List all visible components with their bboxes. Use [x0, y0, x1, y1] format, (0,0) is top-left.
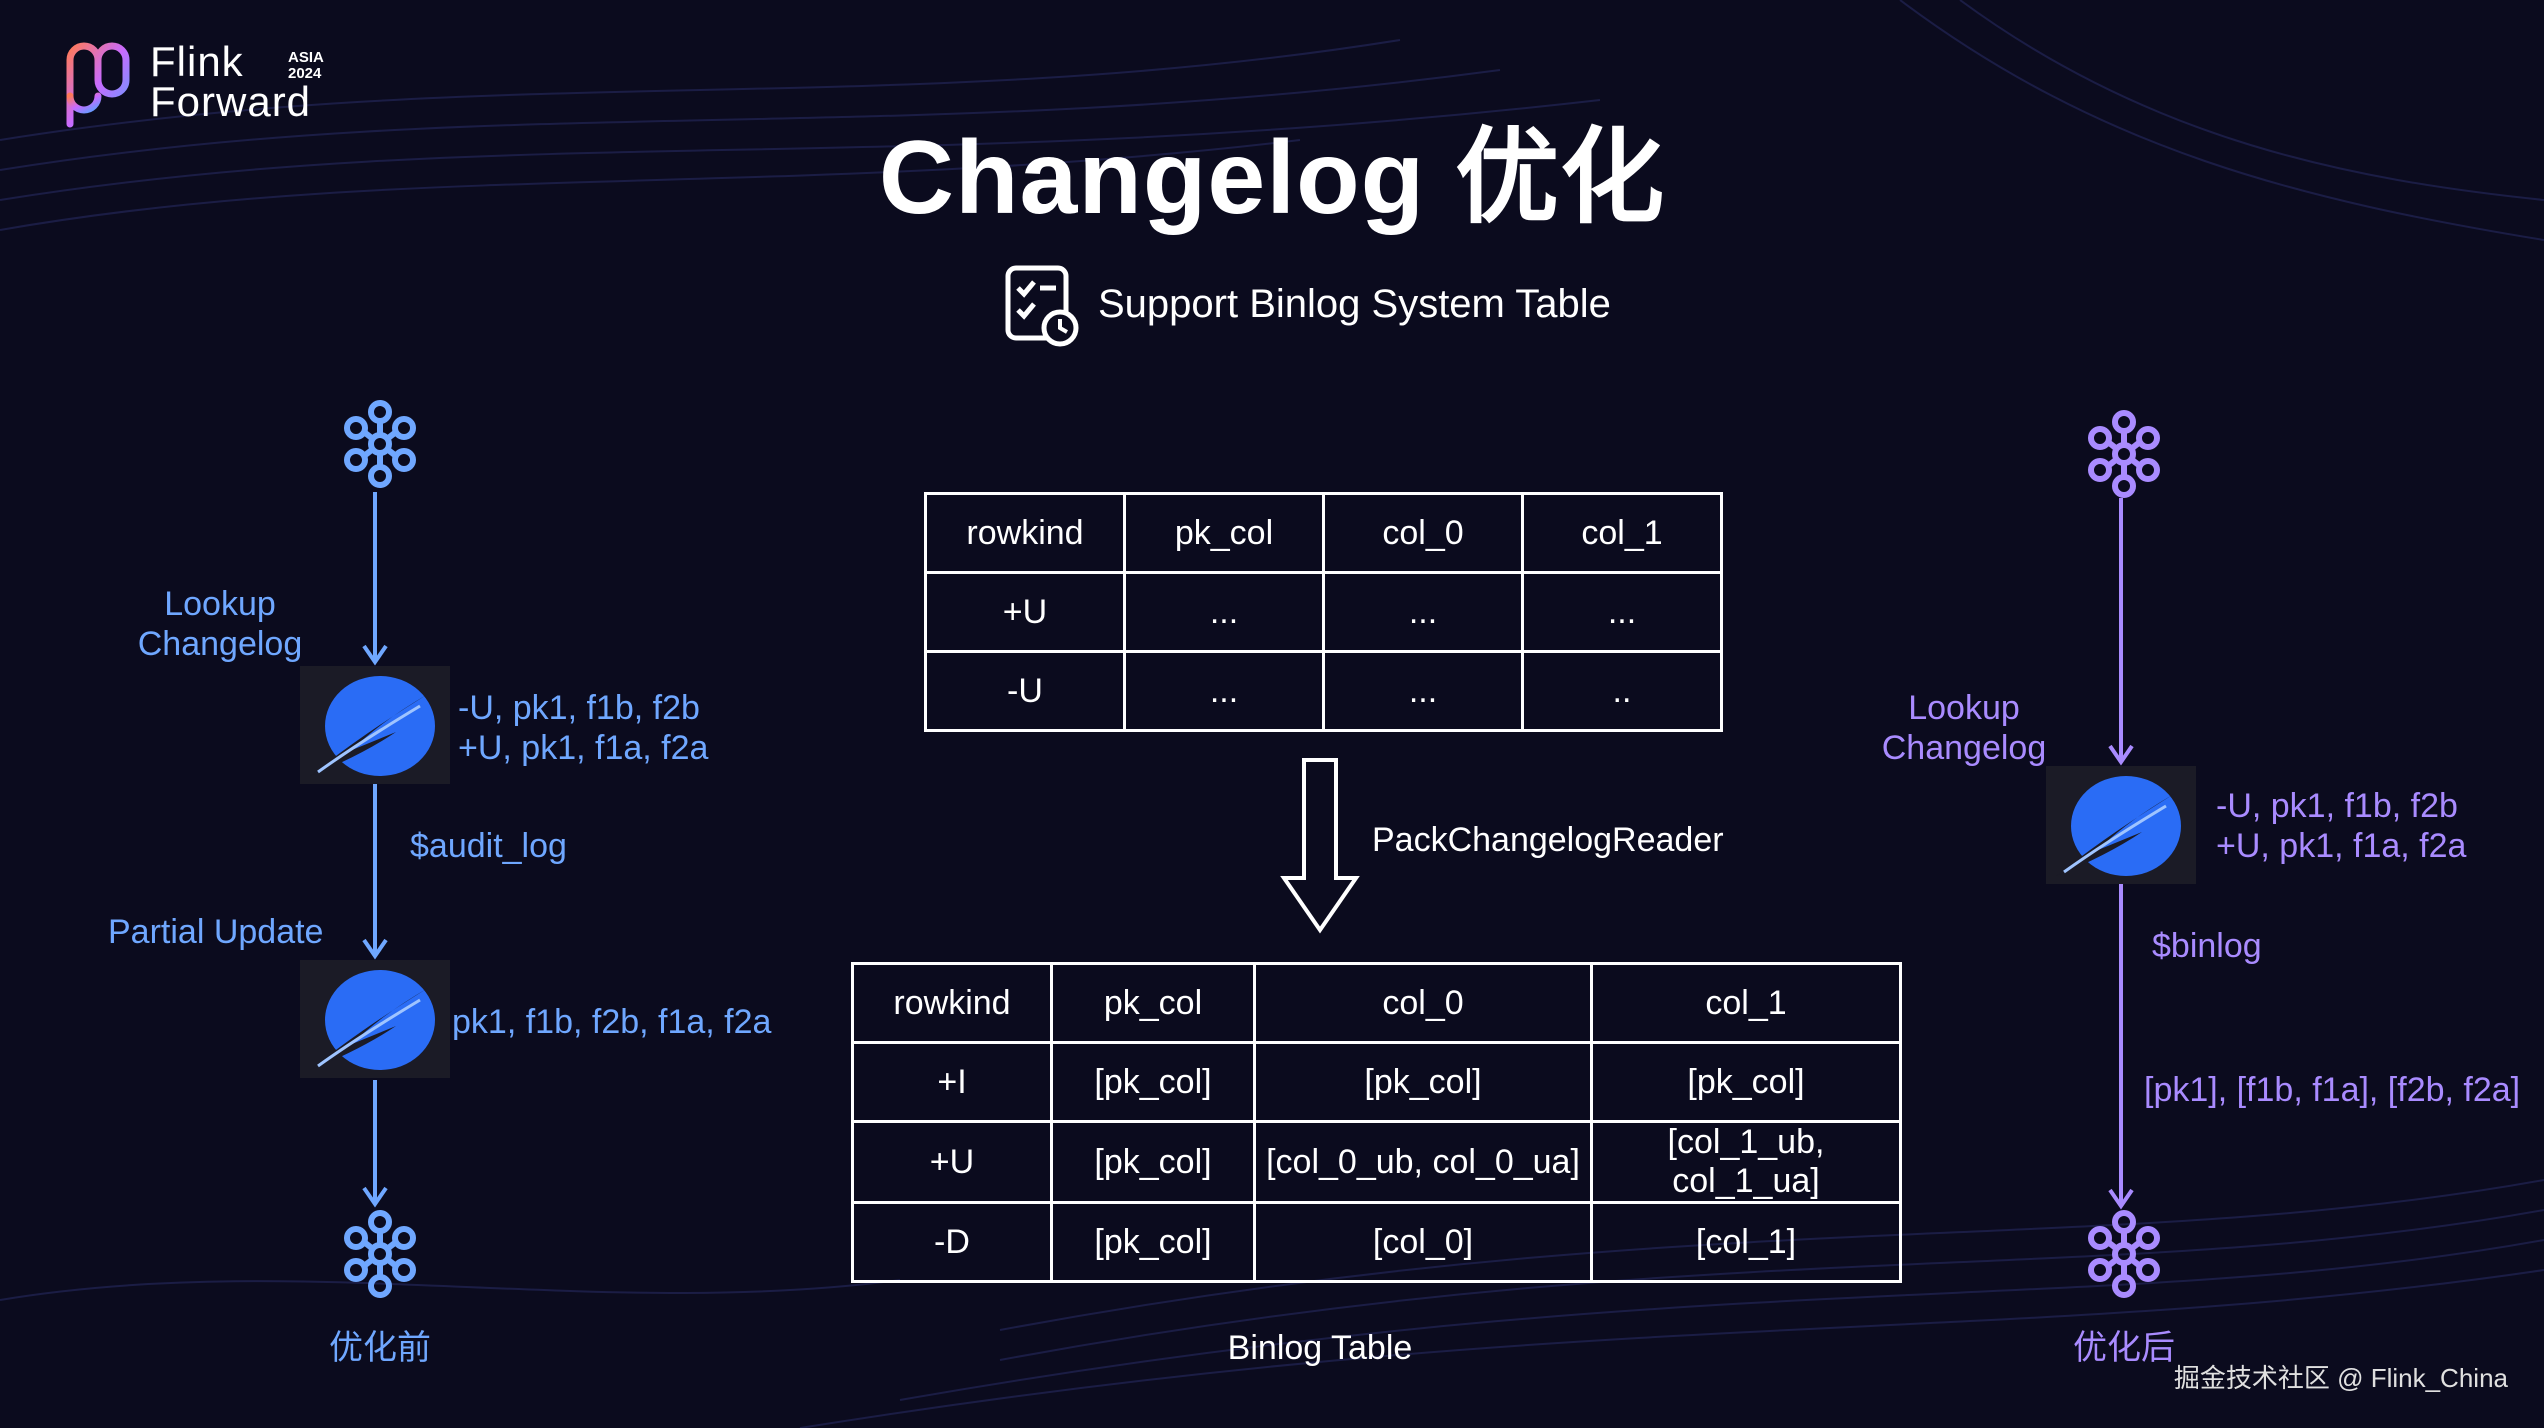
kafka-icon — [344, 1210, 416, 1298]
node-1-text: -U, pk1, f1b, f2b +U, pk1, f1a, f2a — [458, 688, 708, 768]
lookup-label-line-2: Changelog — [1881, 729, 2047, 767]
binlog-label: $binlog — [2152, 927, 2262, 965]
table-cell: [pk_col] — [1050, 1041, 1256, 1123]
flow-arrow — [362, 1080, 388, 1208]
audit-log-label: $audit_log — [410, 827, 567, 865]
flink-forward-logo-icon — [66, 42, 130, 128]
flow-arrow — [2108, 498, 2134, 766]
flow-arrow — [362, 784, 388, 960]
header-cell: col_1 — [1590, 962, 1902, 1044]
table-row: -U ... ... .. — [924, 650, 1723, 732]
header-cell: rowkind — [851, 962, 1053, 1044]
partial-update-label: Partial Update — [108, 913, 324, 951]
header-cell: col_0 — [1322, 492, 1524, 574]
node-1-line-2: +U, pk1, f1a, f2a — [458, 729, 709, 767]
table-cell: [pk_col] — [1050, 1201, 1256, 1283]
node-1-line-1: -U, pk1, f1b, f2b — [458, 689, 700, 727]
header-cell: rowkind — [924, 492, 1126, 574]
logo-line-1: Flink — [150, 38, 244, 85]
lookup-changelog-label-right: Lookup Changelog — [1864, 688, 2064, 768]
table-cell: -D — [851, 1201, 1053, 1283]
lookup-label-line-2: Changelog — [137, 625, 303, 663]
table-cell: [col_0] — [1253, 1201, 1593, 1283]
flink-node-1 — [300, 666, 450, 784]
node-right-line-1: -U, pk1, f1b, f2b — [2216, 787, 2458, 825]
logo-badge-year: 2024 — [288, 65, 322, 82]
kafka-icon — [2088, 1210, 2160, 1298]
logo-badge-top: ASIA — [288, 49, 324, 66]
lookup-label-line-1: Lookup — [1908, 689, 2020, 727]
flink-node-2 — [300, 960, 450, 1078]
table-cell: [col_1_ub, col_1_ua] — [1590, 1120, 1902, 1204]
flink-node-right — [2046, 766, 2196, 884]
table-row: -D [pk_col] [col_0] [col_1] — [851, 1201, 1902, 1283]
flink-forward-logo: Flink Forward ASIA 2024 — [60, 40, 360, 140]
table-cell: ... — [1521, 571, 1723, 653]
table-header-row: rowkind pk_col col_0 col_1 — [924, 492, 1723, 574]
node-right-line-2: +U, pk1, f1a, f2a — [2216, 827, 2467, 865]
logo-line-2: Forward — [150, 78, 312, 125]
table-row: +U [pk_col] [col_0_ub, col_0_ua] [col_1_… — [851, 1120, 1902, 1204]
binlog-table: rowkind pk_col col_0 col_1 +I [pk_col] [… — [851, 962, 1902, 1283]
lookup-label-line-1: Lookup — [164, 585, 276, 623]
before-caption: 优化前 — [329, 1329, 431, 1367]
table-cell: +I — [851, 1041, 1053, 1123]
header-cell: col_0 — [1253, 962, 1593, 1044]
page-title: Changelog 优化 — [878, 120, 1666, 236]
table-row: +I [pk_col] [pk_col] [pk_col] — [851, 1041, 1902, 1123]
table-cell: ... — [1322, 650, 1524, 732]
table-cell: [pk_col] — [1253, 1041, 1593, 1123]
table-cell: ... — [1322, 571, 1524, 653]
table-cell: -U — [924, 650, 1126, 732]
table-cell: ... — [1123, 571, 1325, 653]
table-cell: [col_1] — [1590, 1201, 1902, 1283]
kafka-icon — [344, 400, 416, 488]
flink-squirrel-icon — [2056, 776, 2181, 876]
flink-squirrel-icon — [310, 676, 435, 776]
watermark: 掘金技术社区 @ Flink_China — [2173, 1363, 2508, 1393]
table-cell: .. — [1521, 650, 1723, 732]
pack-changelog-reader-label: PackChangelogReader — [1372, 821, 1724, 859]
changelog-table: rowkind pk_col col_0 col_1 +U ... ... ..… — [924, 492, 1723, 732]
table-cell: [col_0_ub, col_0_ua] — [1253, 1120, 1593, 1204]
table-cell: [pk_col] — [1050, 1120, 1256, 1204]
flink-squirrel-icon — [310, 970, 435, 1070]
packed-row-text: [pk1], [f1b, f1a], [f2b, f2a] — [2144, 1071, 2521, 1109]
header-cell: pk_col — [1050, 962, 1256, 1044]
node-2-text: pk1, f1b, f2b, f1a, f2a — [452, 1003, 772, 1041]
flow-arrow — [2108, 884, 2134, 1210]
subtitle: Support Binlog System Table — [1098, 282, 1611, 326]
flow-arrow — [362, 492, 388, 666]
down-arrow — [1280, 758, 1360, 934]
lookup-changelog-label: Lookup Changelog — [120, 584, 320, 664]
after-caption: 优化后 — [2073, 1329, 2175, 1367]
table-cell: ... — [1123, 650, 1325, 732]
table-header-row: rowkind pk_col col_0 col_1 — [851, 962, 1902, 1044]
node-right-text: -U, pk1, f1b, f2b +U, pk1, f1a, f2a — [2216, 786, 2466, 866]
checklist-clock-icon — [1005, 265, 1079, 347]
binlog-table-caption: Binlog Table — [1227, 1329, 1413, 1367]
table-cell: +U — [851, 1120, 1053, 1204]
header-cell: col_1 — [1521, 492, 1723, 574]
table-cell: +U — [924, 571, 1126, 653]
header-cell: pk_col — [1123, 492, 1325, 574]
table-row: +U ... ... ... — [924, 571, 1723, 653]
kafka-icon — [2088, 410, 2160, 498]
table-cell: [pk_col] — [1590, 1041, 1902, 1123]
